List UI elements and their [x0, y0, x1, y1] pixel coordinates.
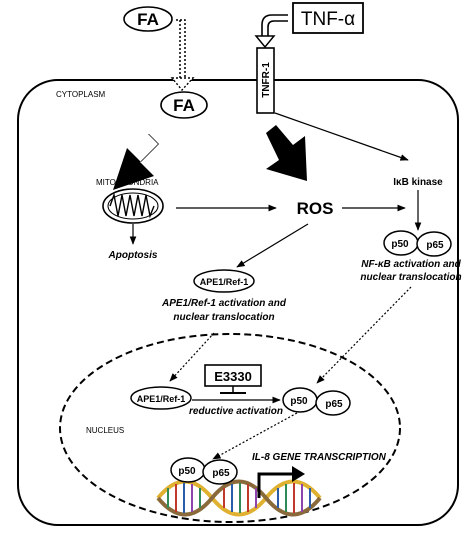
fa-inside-node	[160, 91, 208, 119]
fa-inside-label: FA	[173, 96, 195, 115]
p65-nucleus-upper-label: p65	[325, 399, 343, 410]
mitochondria-label: MITOCHONDRIA	[96, 178, 159, 187]
fa-to-mitochondria-arrow	[113, 134, 159, 190]
p65-cytoplasm	[416, 231, 452, 257]
p65-dna-bound	[202, 459, 238, 485]
ape1-translocation-arrow	[169, 332, 215, 382]
tnfr1-label: TNFR-1	[261, 62, 272, 98]
il8-transcription-label: IL-8 GENE TRANSCRIPTION	[252, 452, 387, 463]
fa-to-ros-arrow	[266, 125, 307, 181]
ape1-cytoplasm-node	[193, 269, 255, 293]
tnf-alpha-label: TNF-α	[301, 9, 355, 30]
p65-dna-bound-label: p65	[212, 468, 230, 479]
ape1-nucleus-label: APE1/Ref-1	[137, 394, 186, 404]
e3330-label: E3330	[214, 369, 252, 384]
tnfr1-receptor	[256, 47, 275, 114]
nfkb-text-line1: NF-κB activation and	[361, 259, 461, 270]
p65-cytoplasm-label: p65	[426, 240, 444, 251]
fa-entry-arrow	[170, 19, 195, 92]
ape1-nucleus-node	[130, 386, 192, 410]
tnf-binding-arrow	[254, 14, 288, 49]
nfkb-text-line2: nuclear translocation	[360, 272, 461, 283]
tnfr-to-ikb-arrow	[274, 112, 409, 161]
nucleus-label: NUCLEUS	[86, 426, 124, 435]
transcription-start-arrow	[257, 466, 305, 498]
apoptosis-label: Apoptosis	[108, 250, 158, 261]
ape1-text-line1: APE1/Ref-1 activation and	[161, 298, 287, 309]
nucleus-envelope	[59, 333, 401, 523]
ros-to-ape1-arrow	[236, 223, 309, 268]
p50-dna-bound-label: p50	[178, 466, 196, 477]
fa-outside-node	[123, 6, 173, 32]
p50-cytoplasm-label: p50	[391, 239, 409, 250]
ros-label: ROS	[297, 199, 334, 218]
ape1-text-line2: nuclear translocation	[173, 312, 274, 323]
mitochondria-icon	[102, 188, 164, 224]
p50-nucleus-upper-label: p50	[290, 396, 308, 407]
fa-outside-label: FA	[137, 10, 159, 29]
tnf-alpha-box	[292, 2, 364, 34]
ikb-kinase-label: IκB kinase	[393, 177, 443, 188]
ape1-cytoplasm-label: APE1/Ref-1	[200, 277, 249, 287]
p65-nucleus-upper	[315, 390, 351, 416]
cytoplasm-label: CYTOPLASM	[56, 90, 106, 99]
reductive-activation-label: reductive activation	[189, 406, 283, 417]
